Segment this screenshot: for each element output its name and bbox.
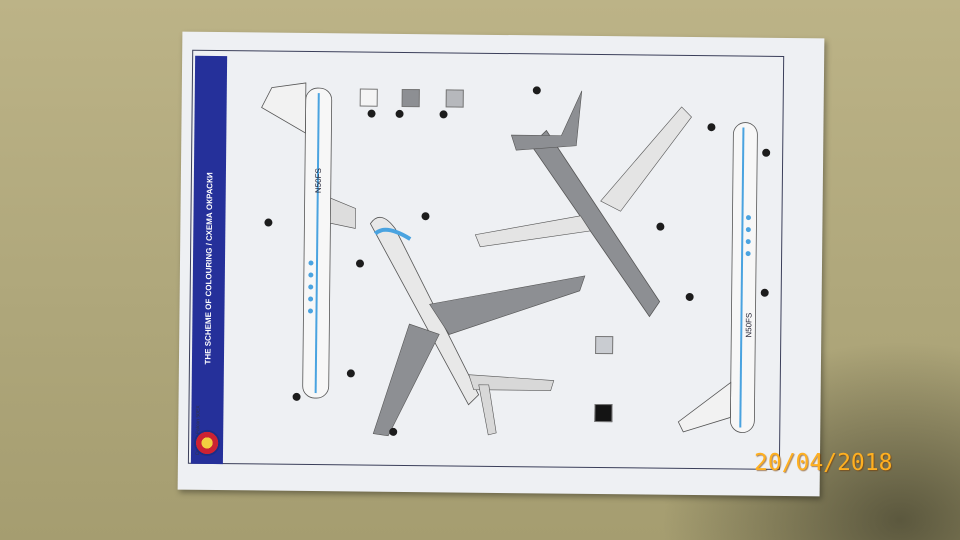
aircraft-drawings: N50FS N50FS: [261, 82, 771, 437]
bottom-view: [474, 90, 692, 318]
side-view-left: N50FS: [261, 82, 356, 399]
svg-text:N50FS: N50FS: [744, 313, 753, 338]
photo-timestamp: 20/04/2018: [754, 450, 893, 476]
side-view-right: N50FS: [677, 122, 758, 433]
instruction-sheet: THE SCHEME OF COLOURING / СХЕМА ОКРАСКИ …: [177, 31, 825, 497]
top-view: [369, 216, 586, 437]
svg-text:N50FS: N50FS: [314, 168, 323, 193]
callout-markers: [264, 86, 771, 436]
